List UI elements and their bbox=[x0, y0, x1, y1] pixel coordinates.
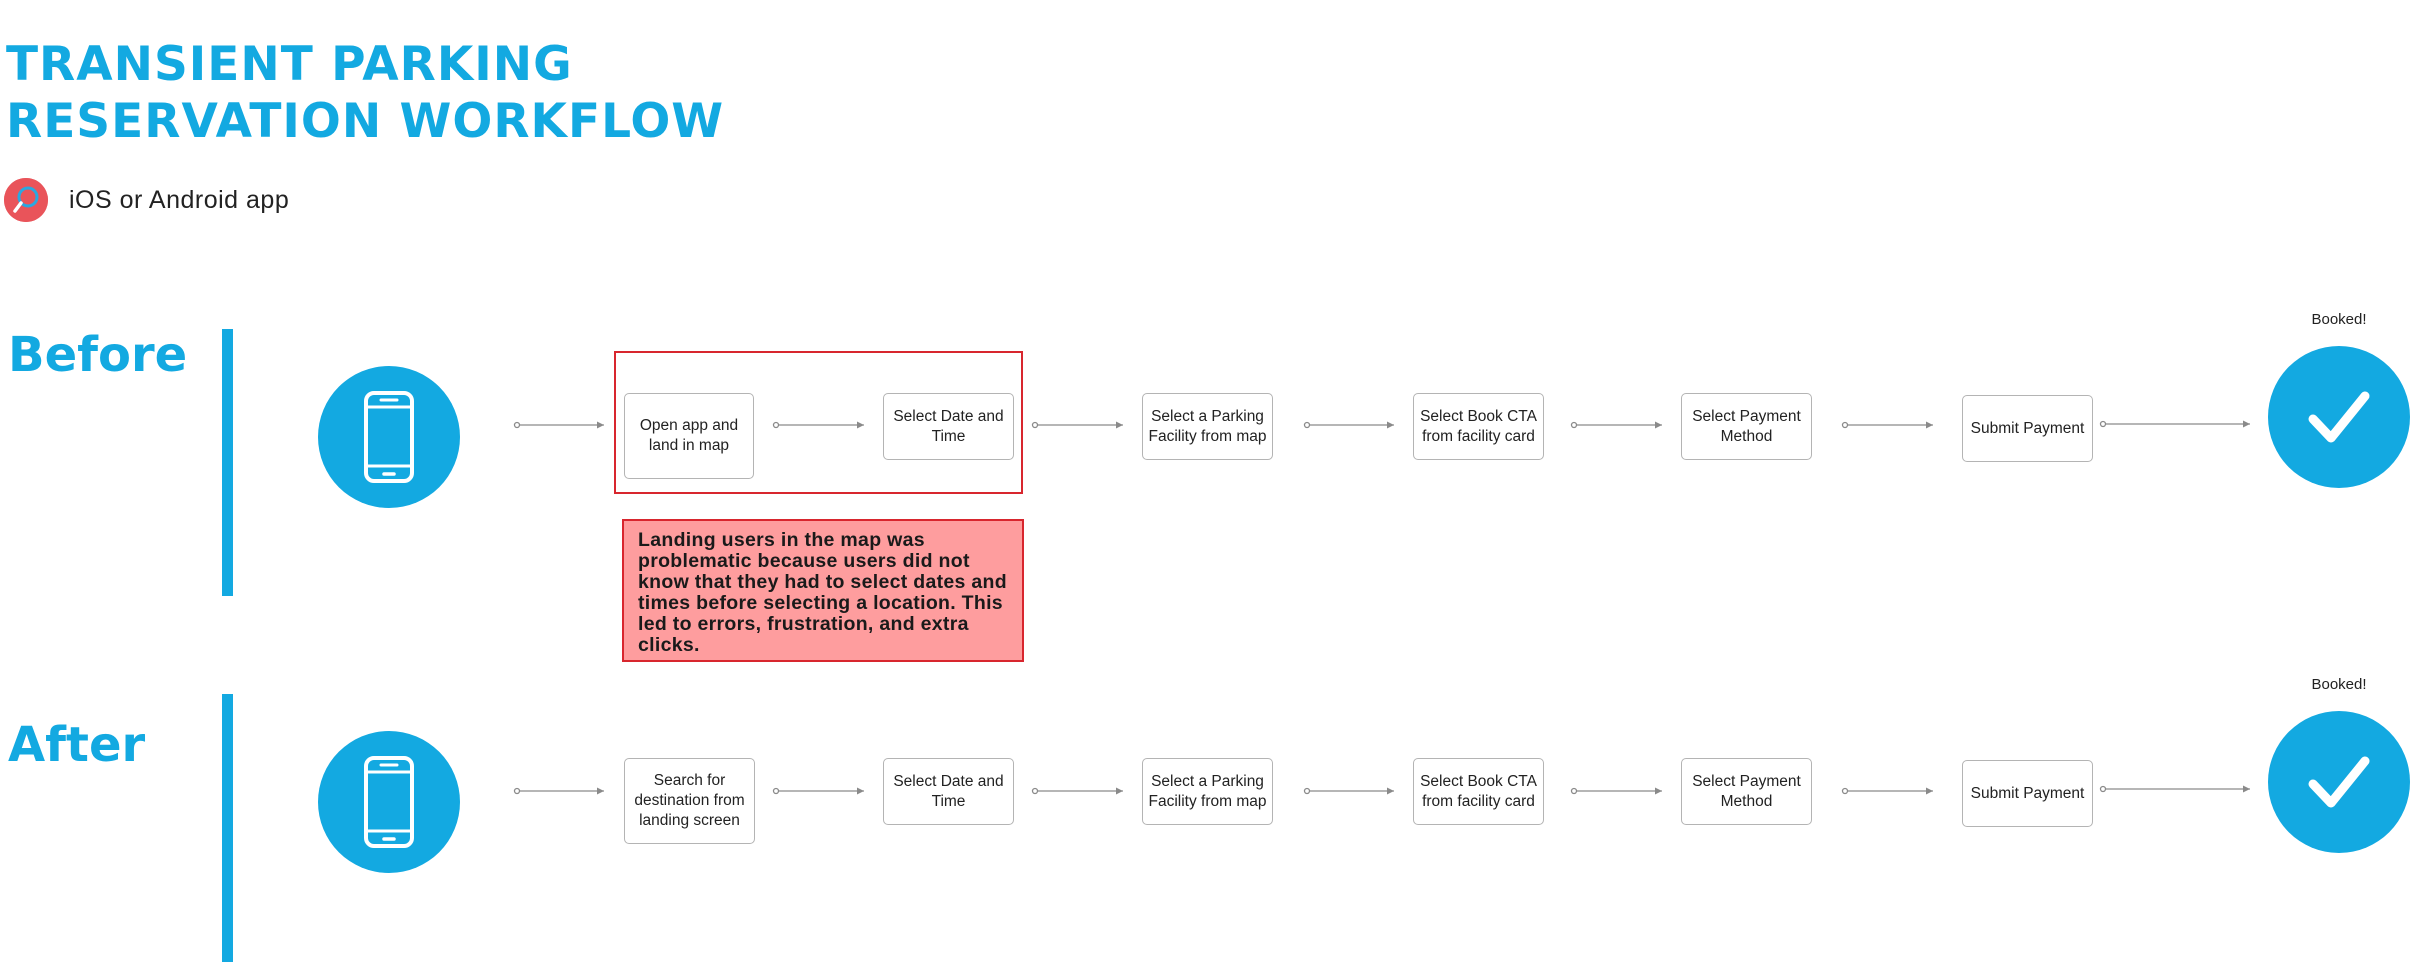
after-step-4: Select Book CTA from facility card bbox=[1413, 758, 1544, 825]
before-arrow-5 bbox=[1570, 421, 1662, 429]
after-end-node bbox=[2268, 711, 2410, 853]
before-step-5: Select Payment Method bbox=[1681, 393, 1812, 460]
title-line-1: TRANSIENT PARKING bbox=[6, 37, 573, 92]
checkmark-icon bbox=[2308, 391, 2370, 443]
before-start-node bbox=[318, 366, 460, 508]
platform-label: iOS or Android app bbox=[69, 186, 290, 214]
after-arrow-1 bbox=[513, 787, 604, 795]
after-step-2: Select Date and Time bbox=[883, 758, 1014, 825]
page-title: TRANSIENT PARKING RESERVATION WORKFLOW bbox=[6, 36, 724, 150]
after-arrow-4 bbox=[1303, 787, 1394, 795]
before-step-1: Open app and land in map bbox=[624, 393, 754, 479]
after-booked-label: Booked! bbox=[2311, 676, 2367, 693]
after-arrow-2 bbox=[772, 787, 864, 795]
before-arrow-2 bbox=[772, 421, 864, 429]
problem-highlight-box bbox=[614, 351, 1023, 494]
before-arrow-3 bbox=[1031, 421, 1123, 429]
before-step-2: Select Date and Time bbox=[883, 393, 1014, 460]
title-line-2: RESERVATION WORKFLOW bbox=[6, 94, 725, 149]
before-arrow-7 bbox=[2099, 420, 2250, 428]
before-section-label: Before bbox=[8, 327, 188, 383]
after-step-5: Select Payment Method bbox=[1681, 758, 1812, 825]
before-arrow-1 bbox=[513, 421, 604, 429]
before-section-divider bbox=[222, 329, 233, 596]
after-section-divider bbox=[222, 694, 233, 962]
after-arrow-6 bbox=[1841, 787, 1933, 795]
parking-app-logo-icon bbox=[4, 178, 48, 222]
smartphone-icon bbox=[364, 756, 414, 848]
smartphone-icon bbox=[364, 391, 414, 483]
before-booked-label: Booked! bbox=[2311, 311, 2367, 328]
checkmark-icon bbox=[2308, 756, 2370, 808]
after-arrow-3 bbox=[1031, 787, 1123, 795]
before-step-4: Select Book CTA from facility card bbox=[1413, 393, 1544, 460]
before-step-6: Submit Payment bbox=[1962, 395, 2093, 462]
before-step-3: Select a Parking Facility from map bbox=[1142, 393, 1273, 460]
after-arrow-5 bbox=[1570, 787, 1662, 795]
after-step-1: Search for destination from landing scre… bbox=[624, 758, 755, 844]
before-arrow-4 bbox=[1303, 421, 1394, 429]
problem-callout: Landing users in the map was problematic… bbox=[622, 519, 1024, 662]
after-section-label: After bbox=[8, 717, 146, 773]
after-step-6: Submit Payment bbox=[1962, 760, 2093, 827]
after-start-node bbox=[318, 731, 460, 873]
before-arrow-6 bbox=[1841, 421, 1933, 429]
before-end-node bbox=[2268, 346, 2410, 488]
after-arrow-7 bbox=[2099, 785, 2250, 793]
after-step-3: Select a Parking Facility from map bbox=[1142, 758, 1273, 825]
